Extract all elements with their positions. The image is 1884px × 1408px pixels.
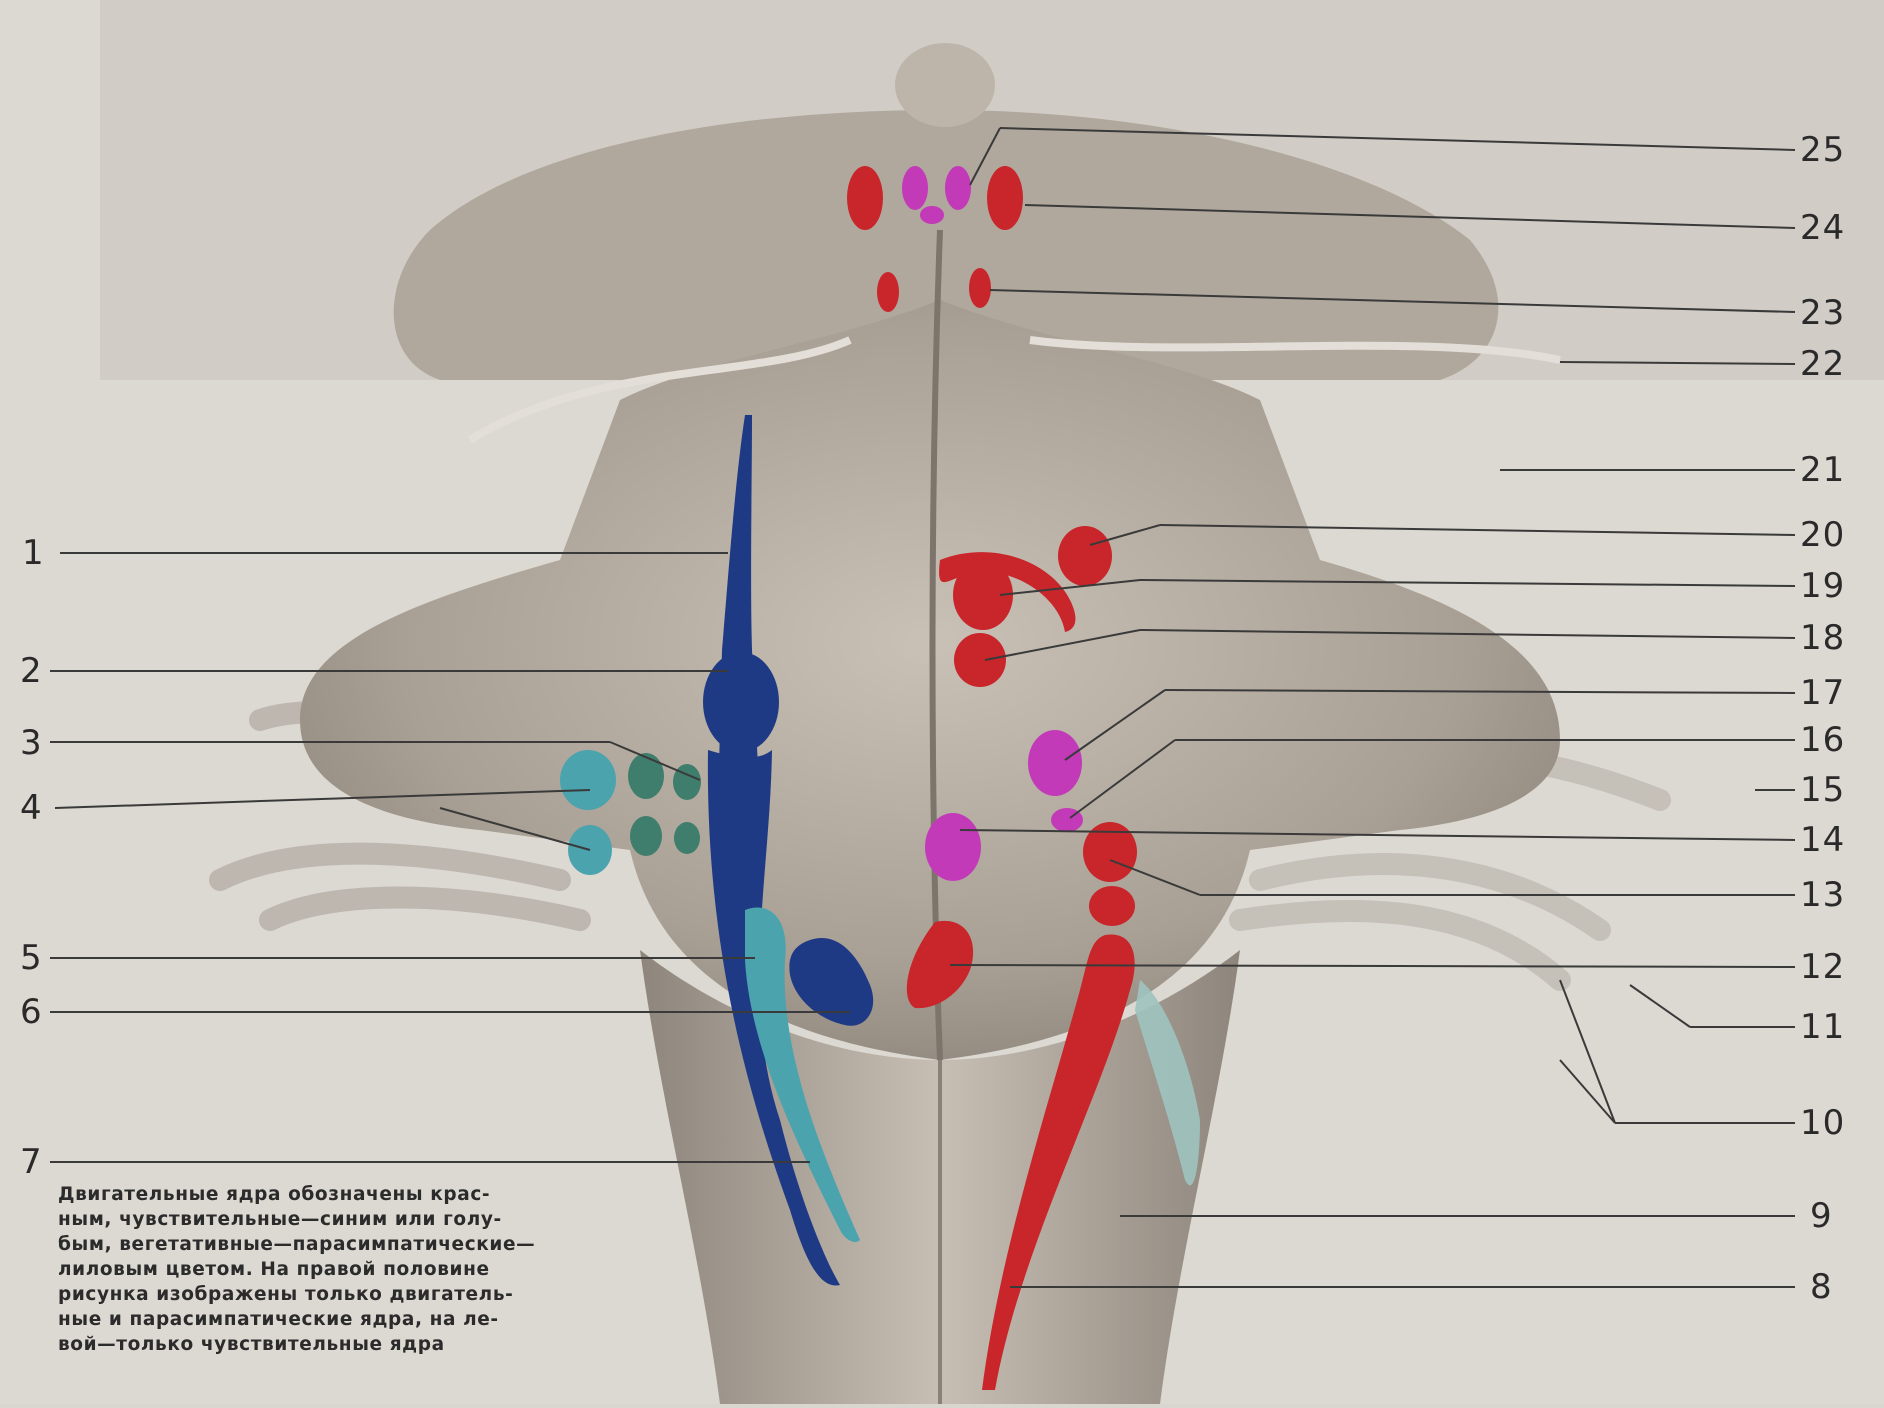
caption-line-3: бым, вегетативные—парасимпатические—: [58, 1232, 658, 1257]
vestibular-nucleus-3: [630, 816, 662, 856]
label-3: 3: [20, 726, 43, 760]
label-2: 2: [20, 654, 43, 688]
label-10: 10: [1800, 1106, 1845, 1140]
caption-line-2: ным, чувствительные—синим или голу-: [58, 1207, 658, 1232]
label-19: 19: [1800, 569, 1845, 603]
label-25: 25: [1800, 133, 1845, 167]
label-23: 23: [1800, 296, 1845, 330]
motor-nucleus-oculomotor-right: [987, 166, 1023, 230]
cochlear-nucleus-upper: [560, 750, 616, 810]
label-18: 18: [1800, 621, 1845, 655]
label-6: 6: [20, 995, 43, 1029]
caption-line-5: рисунка изображены только двигатель-: [58, 1282, 658, 1307]
label-24: 24: [1800, 211, 1845, 245]
label-5: 5: [20, 941, 43, 975]
trochlear-nucleus-left: [877, 272, 899, 312]
parasympathetic-median-nucleus: [920, 206, 944, 224]
label-20: 20: [1800, 518, 1845, 552]
parasympathetic-nucleus-left: [902, 166, 928, 210]
dorsal-vagal-nucleus: [925, 813, 981, 881]
label-15: 15: [1800, 773, 1845, 807]
vestibular-nucleus-4: [674, 822, 700, 854]
superior-salivatory-nucleus: [1028, 730, 1082, 796]
facial-motor-nucleus: [954, 633, 1006, 687]
label-12: 12: [1800, 950, 1845, 984]
label-7: 7: [20, 1145, 43, 1179]
nucleus-ambiguus-lower: [1089, 886, 1135, 926]
caption-line-7: вой—только чувствительные ядра: [58, 1332, 658, 1357]
label-17: 17: [1800, 676, 1845, 710]
caption-line-1: Двигательные ядра обозначены крас-: [58, 1182, 658, 1207]
motor-nucleus-oculomotor-left: [847, 166, 883, 230]
sensory-nucleus-trigeminal: [703, 652, 779, 752]
trochlear-nucleus-right: [969, 268, 991, 308]
vestibular-nucleus-1: [628, 753, 664, 799]
label-16: 16: [1800, 723, 1845, 757]
caption-line-6: ные и парасимпатические ядра, на ле-: [58, 1307, 658, 1332]
abducens-nucleus: [1058, 526, 1112, 586]
label-13: 13: [1800, 878, 1845, 912]
label-1: 1: [22, 536, 45, 570]
caption-line-4: лиловым цветом. На правой половине: [58, 1257, 658, 1282]
label-14: 14: [1800, 823, 1845, 857]
label-21: 21: [1800, 453, 1845, 487]
label-11: 11: [1800, 1010, 1845, 1044]
label-22: 22: [1800, 347, 1845, 381]
label-8: 8: [1810, 1270, 1833, 1304]
legend-caption: Двигательные ядра обозначены крас- ным, …: [58, 1182, 658, 1357]
label-9: 9: [1810, 1199, 1833, 1233]
label-4: 4: [20, 791, 43, 825]
parasympathetic-nucleus-right: [945, 166, 971, 210]
pineal-body: [895, 43, 995, 127]
